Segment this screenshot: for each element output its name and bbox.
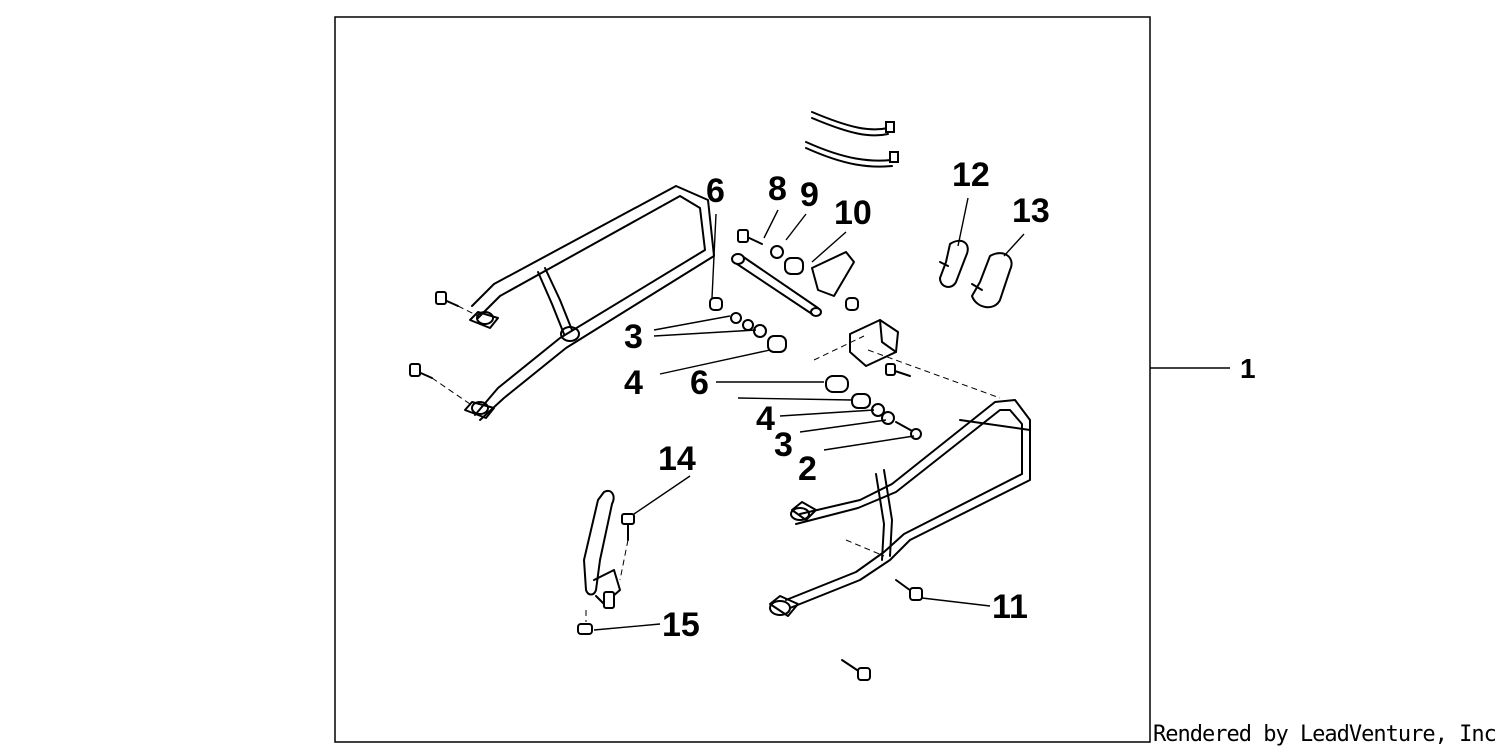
callout-6-mid: 6 <box>690 364 709 402</box>
rod-icon <box>731 253 822 317</box>
bolt-icon <box>841 539 923 681</box>
leader-lines <box>593 197 1025 631</box>
spacer-icon <box>825 375 922 440</box>
right-rack-icon <box>769 399 1031 617</box>
callout-3-left: 3 <box>624 318 643 356</box>
diagram-frame <box>334 16 1151 743</box>
callout-9: 9 <box>800 176 819 214</box>
render-credit: Rendered by LeadVenture, Inc. <box>1153 722 1500 747</box>
callout-12: 12 <box>952 156 990 194</box>
left-rack-icon <box>464 185 715 421</box>
callout-8: 8 <box>768 170 787 208</box>
bracket-icon <box>813 319 1001 399</box>
bolt-icon <box>409 291 479 405</box>
callout-14: 14 <box>658 440 696 478</box>
callout-11: 11 <box>992 588 1028 626</box>
hook-icon <box>939 239 1013 309</box>
callout-15: 15 <box>662 606 700 644</box>
callout-4-left: 4 <box>624 364 643 402</box>
callout-10: 10 <box>834 194 872 232</box>
lever-icon <box>577 490 635 635</box>
callout-2: 2 <box>798 450 817 488</box>
callout-labels: 1 6 8 9 10 12 13 3 4 6 4 3 2 14 15 11 <box>624 156 1256 644</box>
callout-4-right: 4 <box>756 400 775 438</box>
callout-1: 1 <box>1240 353 1256 384</box>
strap-icon <box>805 111 899 168</box>
collar-icon <box>709 229 859 353</box>
callout-13: 13 <box>1012 192 1050 230</box>
callout-3-right: 3 <box>774 426 793 464</box>
callout-6-top: 6 <box>706 172 725 210</box>
